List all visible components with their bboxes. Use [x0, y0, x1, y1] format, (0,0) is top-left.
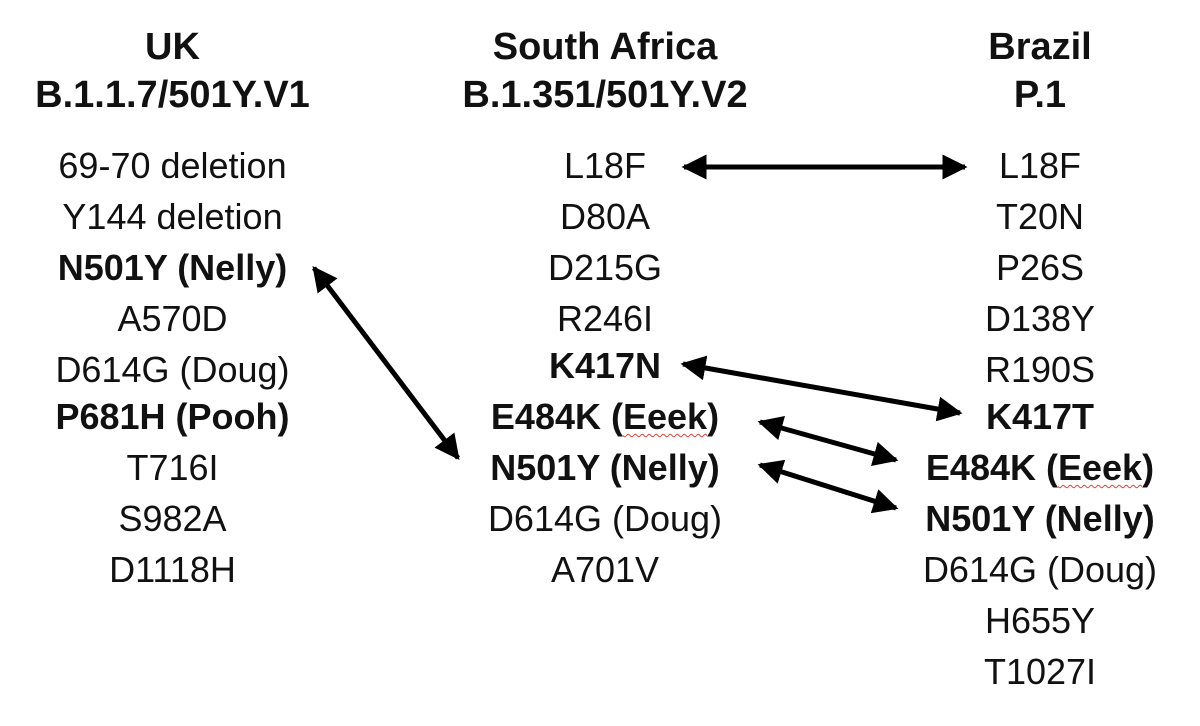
mutation-uk-2: N501Y (Nelly) — [57, 247, 288, 288]
arrow-n501y-uk-sa — [312, 266, 460, 460]
country-header-south-africa: South Africa — [492, 26, 718, 68]
mutation-uk-6: T716I — [126, 447, 219, 488]
lineage-header-brazil: P.1 — [1013, 74, 1067, 116]
mutation-sa-3: R246I — [556, 298, 654, 339]
mutation-sa-0: L18F — [563, 145, 647, 186]
spellcheck-underline: Eeek — [1058, 447, 1143, 488]
mutation-uk-0: 69-70 deletion — [58, 145, 287, 186]
mutation-sa-2: D215G — [547, 247, 663, 288]
arrow-n501y-sa-br — [757, 459, 899, 514]
mutation-br-0: L18F — [998, 145, 1082, 186]
arrow-e484k-sa-br — [757, 416, 899, 466]
mutation-br-7: N501Y (Nelly) — [925, 498, 1155, 539]
mutation-br-3: D138Y — [984, 298, 1096, 339]
mutation-br-1: T20N — [995, 196, 1085, 237]
lineage-header-uk: B.1.1.7/501Y.V1 — [35, 74, 310, 116]
mutation-uk-4: D614G (Doug) — [55, 349, 290, 390]
mutation-br-2: P26S — [995, 247, 1085, 288]
mutation-br-9: H655Y — [984, 600, 1096, 641]
mutation-br-8: D614G (Doug) — [922, 549, 1158, 590]
mutation-sa-1: D80A — [559, 196, 651, 237]
mutation-br-10: T1027I — [983, 651, 1097, 692]
mutation-sa-6: N501Y (Nelly) — [490, 447, 720, 488]
mutation-uk-3: A570D — [117, 298, 228, 339]
mutation-br-4: R190S — [984, 349, 1096, 390]
mutation-uk-1: Y144 deletion — [62, 196, 283, 237]
mutation-uk-5: P681H (Pooh) — [55, 396, 290, 437]
mutation-sa-8: A701V — [550, 549, 660, 590]
lineage-header-south-africa: B.1.351/501Y.V2 — [462, 74, 748, 116]
arrow-k417-sa-br — [680, 355, 963, 422]
mutation-uk-7: S982A — [118, 498, 227, 539]
mutation-sa-4: K417N — [548, 345, 662, 386]
mutation-uk-8: D1118H — [109, 549, 236, 590]
mutation-sa-7: D614G (Doug) — [487, 498, 723, 539]
country-header-brazil: Brazil — [988, 26, 1092, 68]
country-header-uk: UK — [145, 26, 200, 68]
mutation-br-6: E484K (Eeek) — [925, 447, 1155, 488]
mutation-br-5: K417T — [985, 396, 1095, 437]
